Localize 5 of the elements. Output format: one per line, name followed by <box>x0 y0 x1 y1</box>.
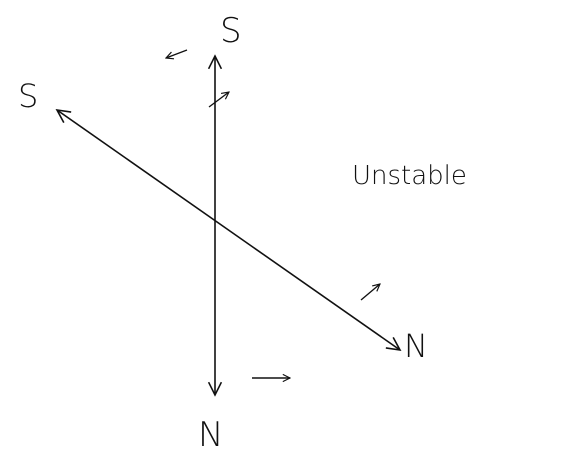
pole-label: N <box>198 418 224 452</box>
pole-label: S <box>220 14 242 48</box>
pole-label: S <box>18 80 38 112</box>
state-label: Unstable <box>352 163 467 189</box>
pole-label: N <box>404 330 428 362</box>
